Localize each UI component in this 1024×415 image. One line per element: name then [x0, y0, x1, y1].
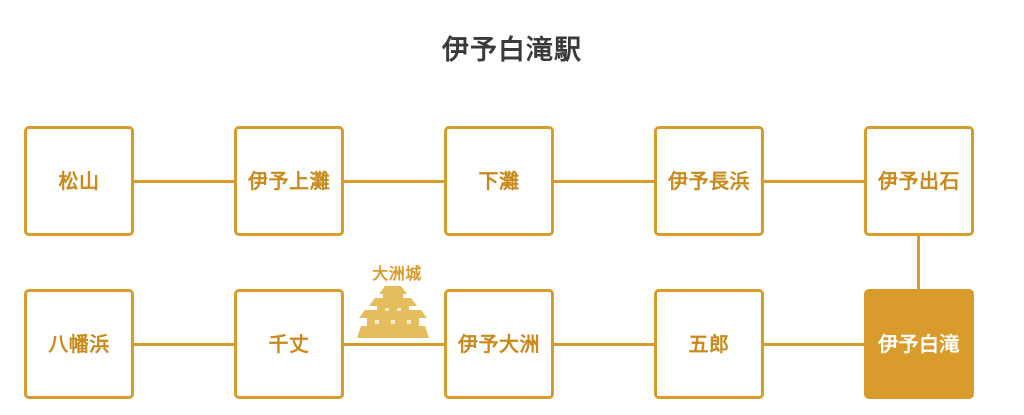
route-line-6: [340, 343, 444, 346]
station-label: 伊予出石: [878, 169, 960, 193]
landmark-label: 大洲城: [372, 264, 422, 283]
route-line-8: [760, 343, 864, 346]
station-iyo-izushi: 伊予出石: [864, 126, 974, 236]
station-matsuyama: 松山: [24, 126, 134, 236]
route-line-2: [340, 180, 444, 183]
station-label: 千丈: [268, 332, 310, 356]
castle-icon: [357, 286, 429, 338]
station-label: 伊予白滝: [878, 332, 960, 356]
station-iyo-nagahama: 伊予長浜: [654, 126, 764, 236]
station-iyo-ozu: 伊予大洲: [444, 289, 554, 399]
station-yawatahama: 八幡浜: [24, 289, 134, 399]
station-label: 五郎: [688, 332, 730, 356]
route-line-7: [550, 343, 654, 346]
station-label: 八幡浜: [48, 332, 110, 356]
route-line-4: [760, 180, 864, 183]
route-line-3: [550, 180, 654, 183]
route-line-5: [130, 343, 234, 346]
page-title: 伊予白滝駅: [442, 35, 582, 66]
station-label: 伊予大洲: [458, 332, 540, 356]
station-label: 松山: [58, 169, 100, 193]
station-label: 伊予上灘: [248, 169, 330, 193]
station-label: 下灘: [478, 169, 520, 193]
station-shimonada: 下灘: [444, 126, 554, 236]
route-line-vertical: [917, 232, 920, 292]
station-senjo: 千丈: [234, 289, 344, 399]
station-iyo-shirataki-current: 伊予白滝: [864, 289, 974, 399]
station-label: 伊予長浜: [668, 169, 750, 193]
station-iyo-kaminada: 伊予上灘: [234, 126, 344, 236]
station-goro: 五郎: [654, 289, 764, 399]
route-line-1: [130, 180, 234, 183]
